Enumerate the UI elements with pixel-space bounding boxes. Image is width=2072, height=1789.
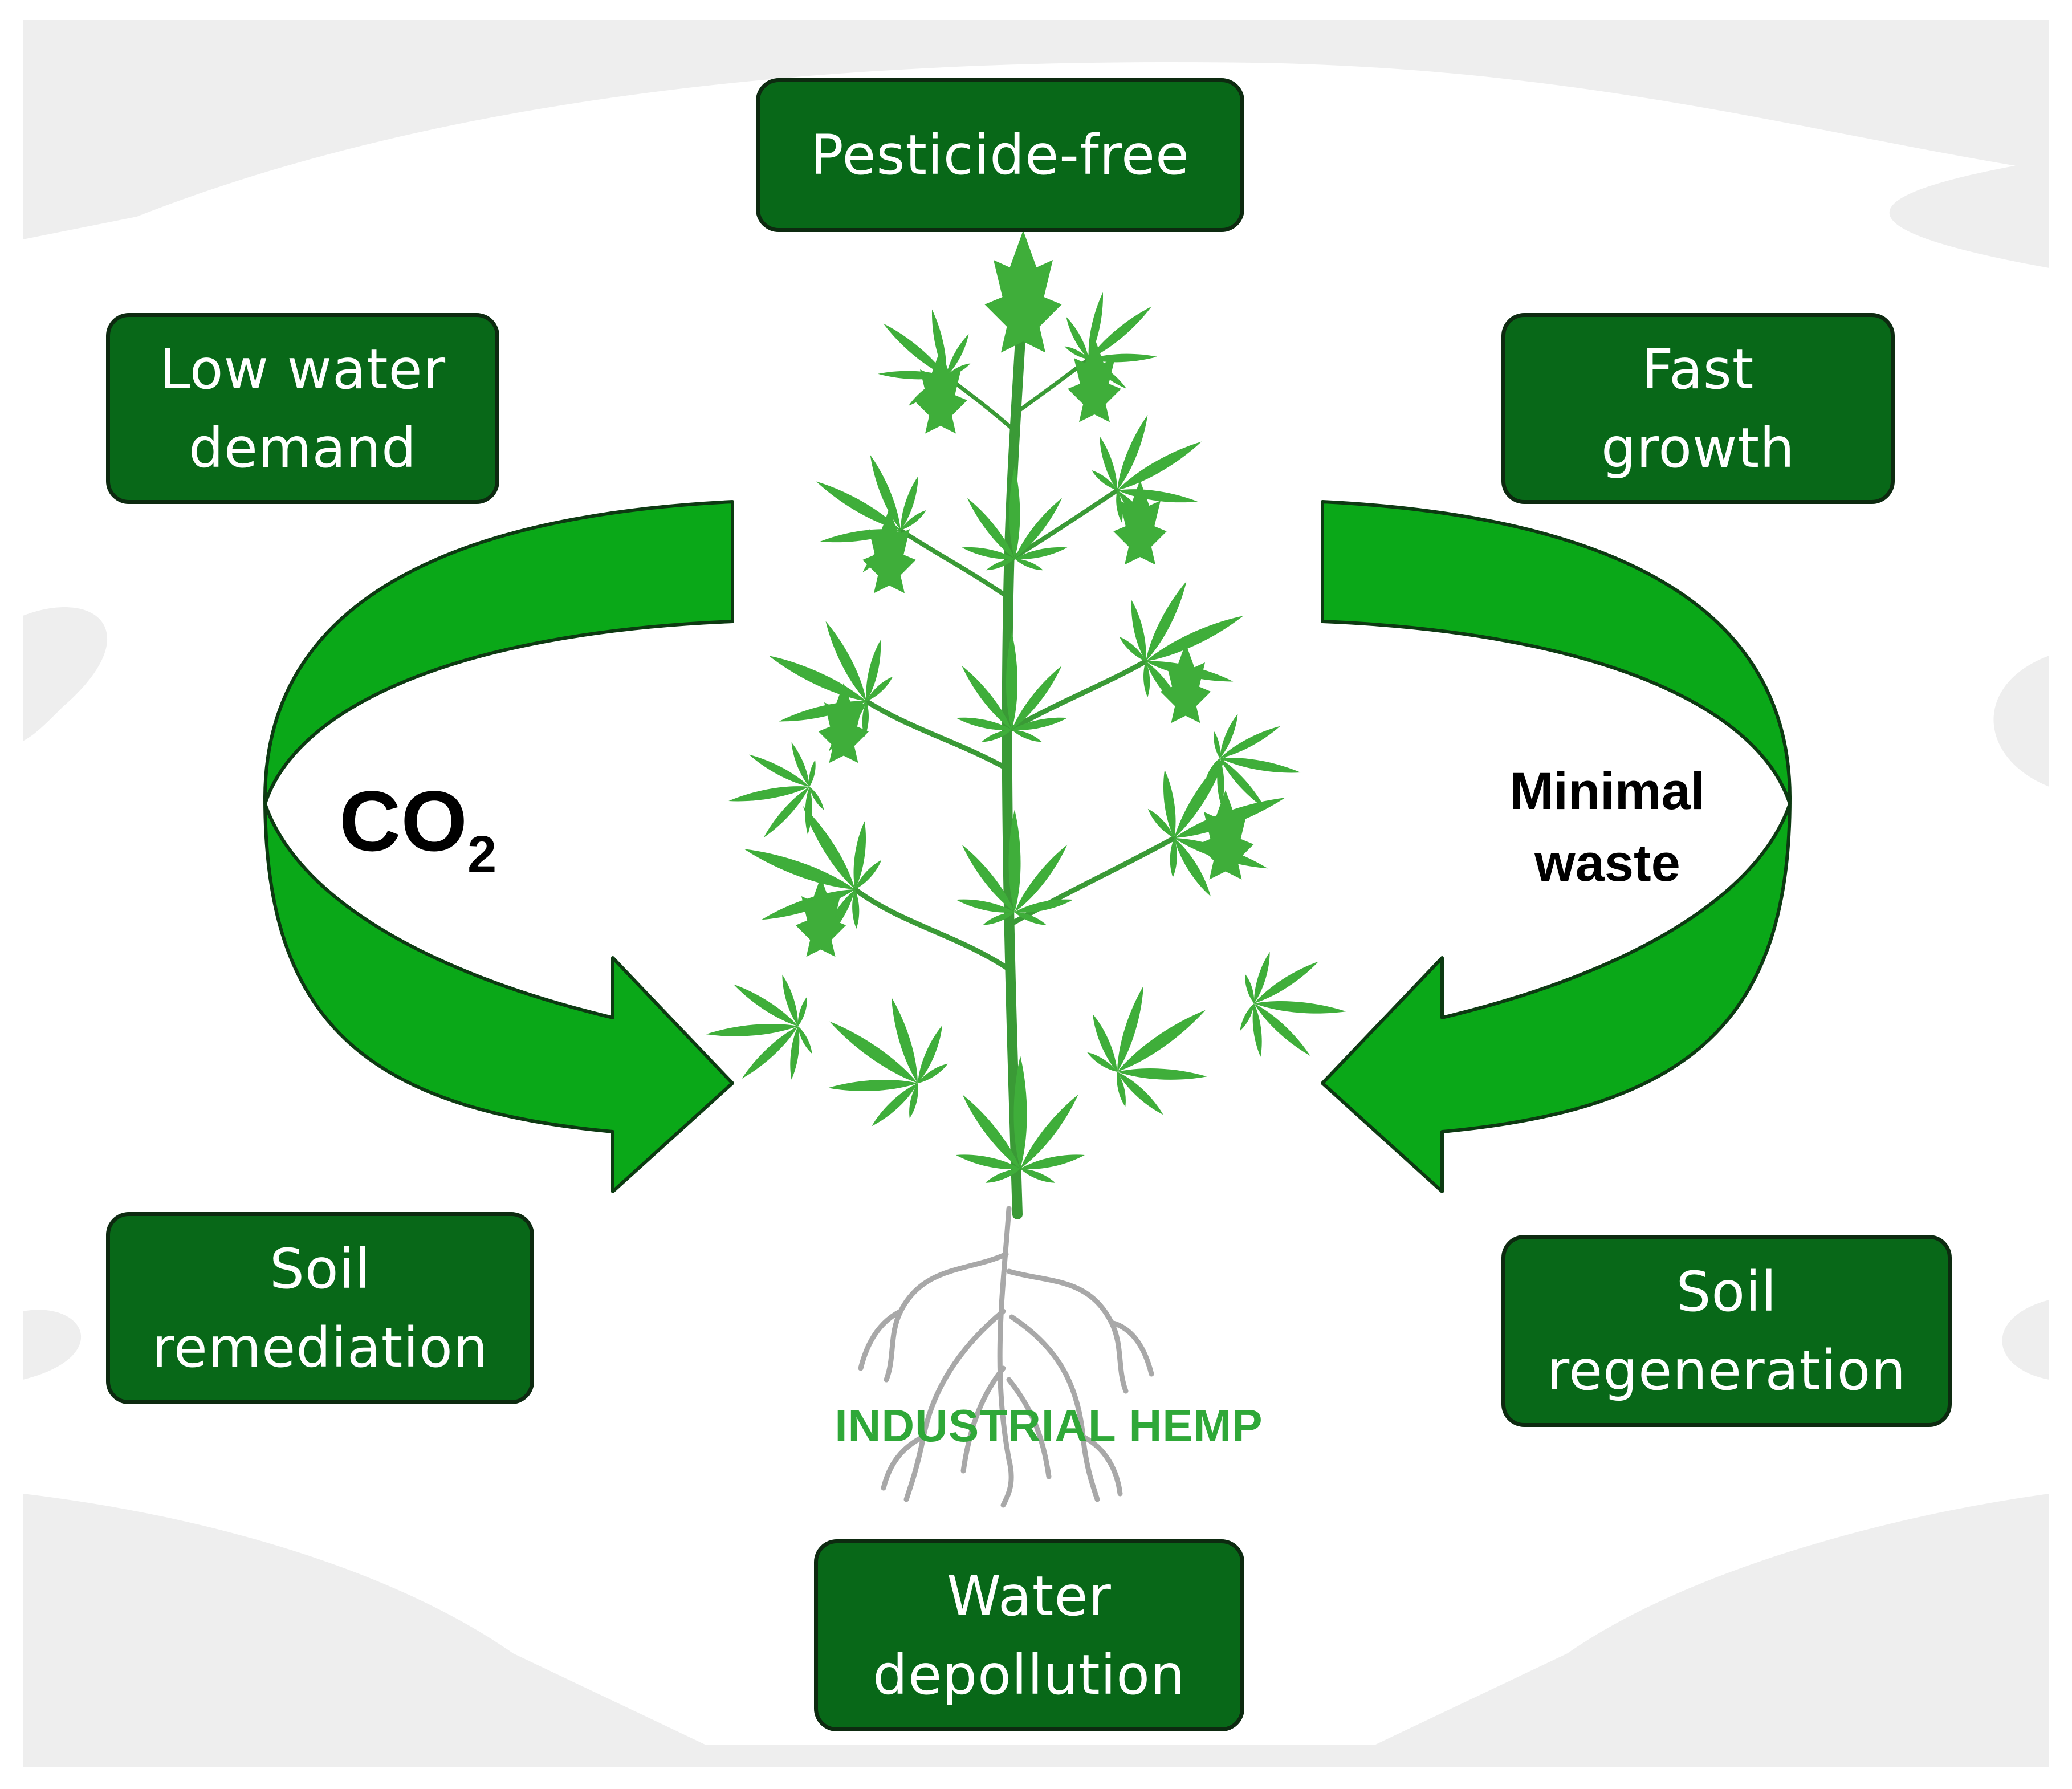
water-depollution-line2: depollution [873, 1642, 1186, 1707]
soil-remediation-line2: remediation [152, 1315, 489, 1380]
soil-remediation-box: Soil remediation [106, 1212, 534, 1404]
right-curved-arrow [1321, 500, 1792, 1193]
fast-growth-line2: growth [1601, 416, 1796, 480]
left-curved-arrow [263, 500, 734, 1193]
co2-label-subscript: 2 [467, 826, 497, 884]
minimal-waste-label: Minimal waste [1465, 755, 1750, 899]
low-water-demand-line1: Low water [159, 337, 446, 401]
soil-remediation-line1: Soil [269, 1237, 371, 1301]
hemp-plant-icon [701, 230, 1351, 1508]
pesticide-free-box: Pesticide-free [756, 78, 1244, 232]
water-depollution-box: Water depollution [814, 1539, 1244, 1731]
industrial-hemp-caption: INDUSTRIAL HEMP [835, 1400, 1263, 1451]
co2-label: CO2 [339, 775, 496, 900]
low-water-demand-line2: demand [188, 416, 417, 480]
brush-backdrop [23, 20, 2049, 1767]
soil-regeneration-line1: Soil [1676, 1259, 1777, 1324]
root-system [858, 1206, 1154, 1508]
low-water-demand-box: Low water demand [106, 313, 499, 504]
water-depollution-line1: Water [947, 1564, 1112, 1628]
soil-regeneration-line2: regeneration [1546, 1338, 1907, 1402]
soil-regeneration-box: Soil regeneration [1501, 1235, 1952, 1427]
plant-leaves [701, 230, 1351, 1186]
pesticide-free-text: Pesticide-free [810, 123, 1190, 187]
minimal-waste-line1: Minimal [1509, 762, 1705, 820]
fast-growth-line1: Fast [1642, 337, 1755, 401]
minimal-waste-line2: waste [1534, 834, 1680, 892]
fast-growth-box: Fast growth [1501, 313, 1895, 504]
co2-label-main: CO [339, 773, 467, 869]
